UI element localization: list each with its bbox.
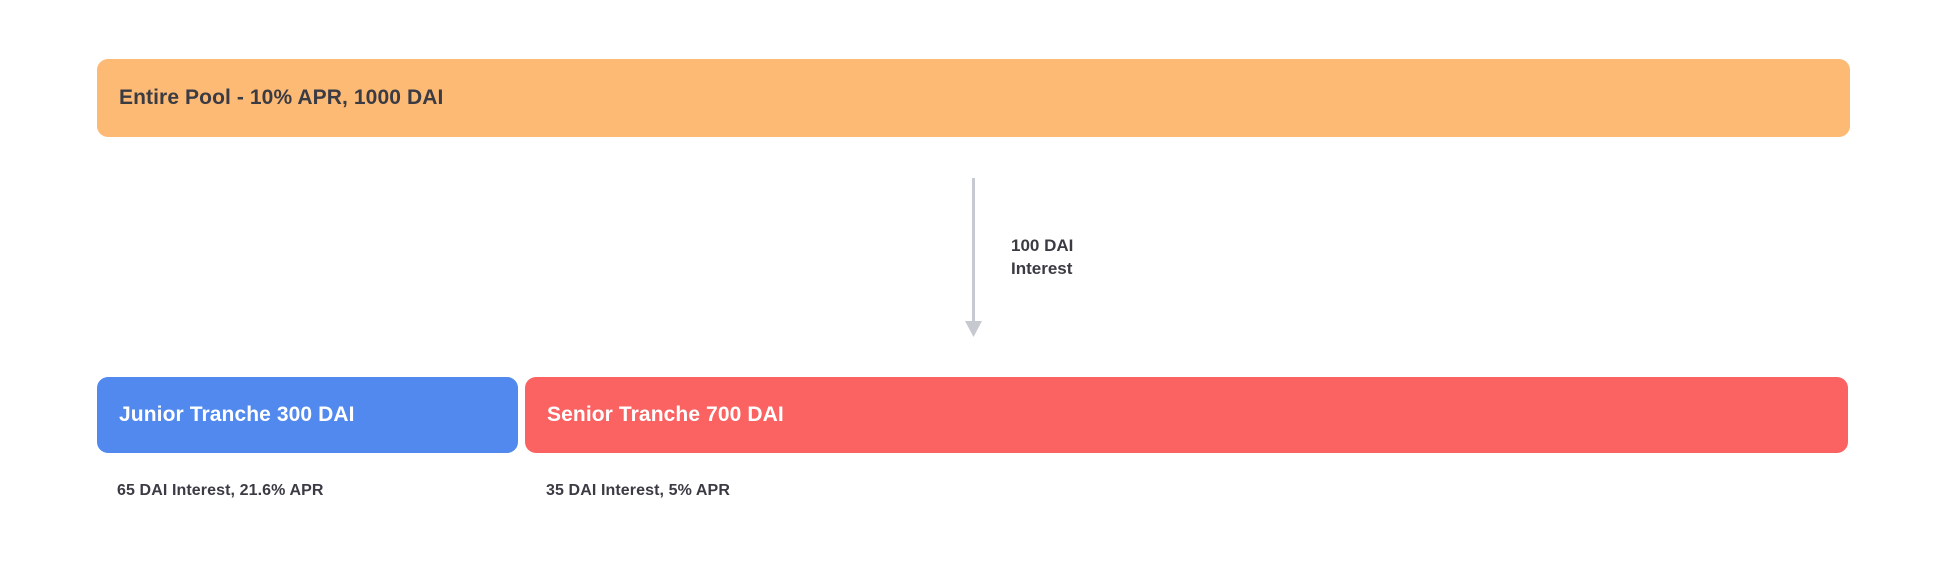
junior-tranche-label: Junior Tranche 300 DAI <box>119 403 355 426</box>
entire-pool-label: Entire Pool - 10% APR, 1000 DAI <box>119 86 444 109</box>
senior-tranche-bar: Senior Tranche 700 DAI <box>525 377 1848 453</box>
entire-pool-bar: Entire Pool - 10% APR, 1000 DAI <box>97 59 1850 137</box>
junior-tranche-bar: Junior Tranche 300 DAI <box>97 377 518 453</box>
interest-flow-caption: Interest <box>1011 259 1073 278</box>
interest-flow-arrow <box>958 176 990 340</box>
interest-flow-label: 100 DAI Interest <box>1011 234 1073 280</box>
down-arrow-icon <box>965 178 982 337</box>
junior-tranche-caption: 65 DAI Interest, 21.6% APR <box>117 482 324 499</box>
tranche-row: Junior Tranche 300 DAI Senior Tranche 70… <box>97 377 1848 453</box>
senior-tranche-label: Senior Tranche 700 DAI <box>547 403 784 426</box>
senior-tranche-caption: 35 DAI Interest, 5% APR <box>546 482 730 499</box>
interest-flow-amount: 100 DAI <box>1011 236 1074 255</box>
